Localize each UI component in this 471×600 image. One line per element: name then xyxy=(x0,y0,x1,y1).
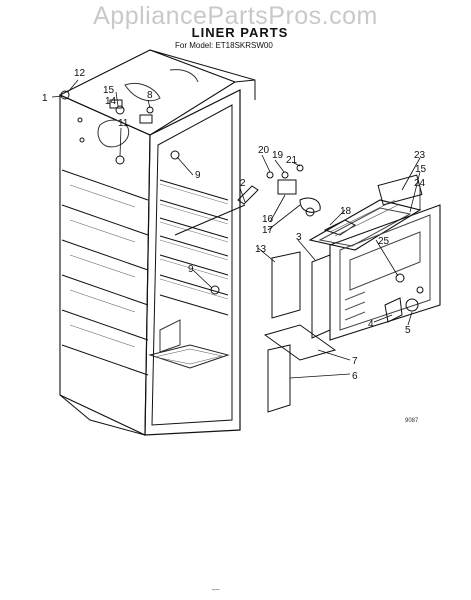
callout-18: 18 xyxy=(340,206,352,217)
callout-3: 3 xyxy=(296,232,302,243)
callout-25: 25 xyxy=(378,236,390,247)
callout-8: 8 xyxy=(147,90,153,101)
callout-16: 16 xyxy=(262,214,274,225)
leader-lines xyxy=(51,79,421,379)
callout-14: 14 xyxy=(105,96,117,107)
model-number: For Model: ET18SKRSW00 xyxy=(175,41,273,50)
cabinet-liner xyxy=(58,49,256,436)
callout-2: 2 xyxy=(240,178,246,189)
callout-21: 21 xyxy=(286,155,298,166)
watermark-text: AppliancePartsPros.com xyxy=(93,2,378,30)
control-panel-plate xyxy=(329,204,441,341)
control-housing xyxy=(308,174,423,251)
diagram-title: LINER PARTS xyxy=(191,25,289,40)
callout-5: 5 xyxy=(405,325,411,336)
callout-labels: 1 2 3 4 5 6 7 8 9 9 11 12 13 14 15 15 16… xyxy=(42,68,427,382)
callout-20: 20 xyxy=(258,145,270,156)
callout-12: 12 xyxy=(74,68,86,79)
callout-11: 11 xyxy=(118,118,129,129)
callout-17: 17 xyxy=(262,225,274,236)
callout-23: 23 xyxy=(414,150,426,161)
thermostat-cluster xyxy=(266,164,321,217)
callout-15-left: 15 xyxy=(103,85,115,96)
callout-19: 19 xyxy=(272,150,284,161)
footer-mark: ˜’˜˜ xyxy=(212,590,220,596)
drawing-code: 9087 xyxy=(405,418,419,424)
bracket-part-4 xyxy=(384,297,403,323)
insulator-part-13 xyxy=(271,251,301,319)
rail-part-2 xyxy=(174,185,259,236)
screw-11 xyxy=(115,155,125,165)
callout-24: 24 xyxy=(414,178,426,189)
callout-1: 1 xyxy=(42,93,48,104)
bracket-part-3 xyxy=(311,254,331,339)
callout-7: 7 xyxy=(352,356,358,367)
callout-4: 4 xyxy=(368,319,374,330)
baffle-part-7 xyxy=(263,324,337,361)
grommet-12 xyxy=(60,90,70,100)
callout-15-right: 15 xyxy=(415,164,427,175)
top-hardware xyxy=(60,90,220,295)
callout-9-upper: 9 xyxy=(195,170,201,181)
liner-shelf-ribs xyxy=(159,179,229,316)
callout-9-lower: 9 xyxy=(188,264,194,275)
knob-part-5 xyxy=(405,298,419,312)
clip-14 xyxy=(109,99,123,109)
callout-6: 6 xyxy=(352,371,358,382)
bracket-part-6 xyxy=(267,344,291,413)
callout-13: 13 xyxy=(255,244,267,255)
